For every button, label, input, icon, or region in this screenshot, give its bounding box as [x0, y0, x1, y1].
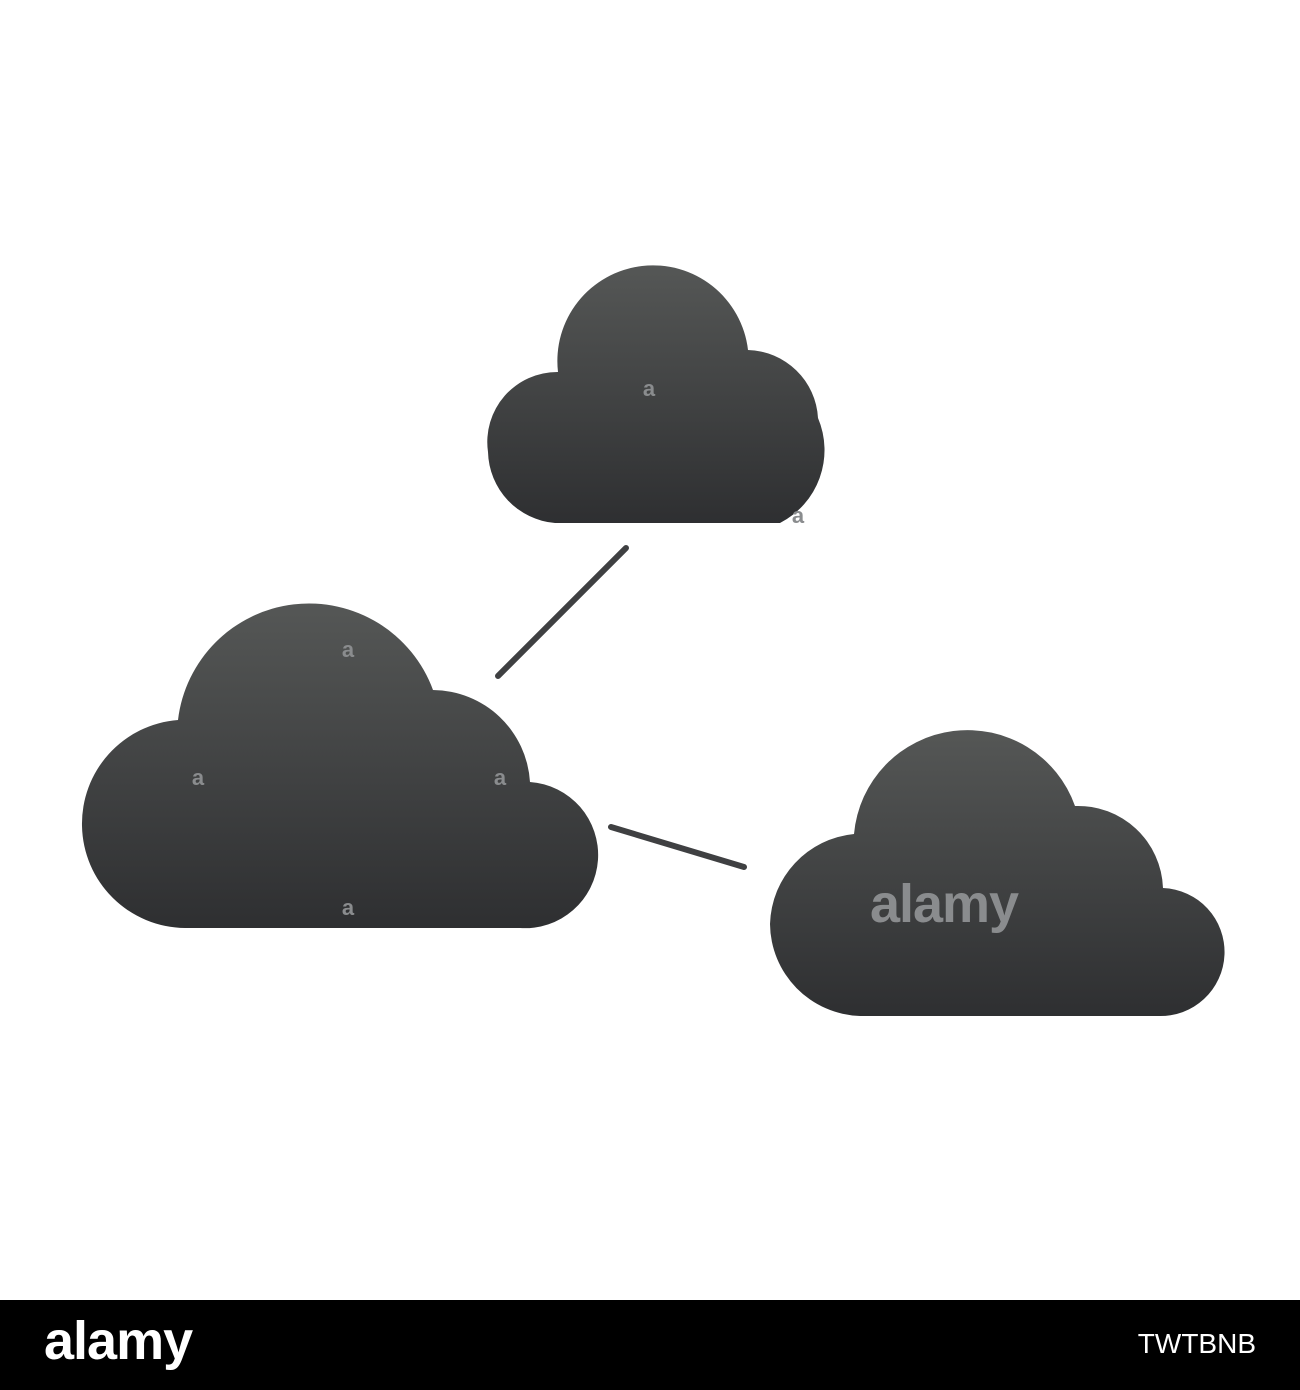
watermark-mark: a — [792, 503, 805, 528]
image-id: TWTBNB — [1137, 1328, 1256, 1359]
watermark-overlay: a a a a a a alamy — [192, 376, 1020, 934]
watermark-mark: a — [192, 765, 205, 790]
brand-logo: alamy — [44, 1311, 193, 1371]
watermark-mark: a — [643, 376, 656, 401]
watermark-mark: a — [342, 895, 355, 920]
connector-line-left-right — [608, 824, 747, 870]
footer-bar: alamy TWTBNB — [0, 1300, 1300, 1390]
watermark-mark: a — [494, 765, 507, 790]
cloud-network-diagram: a a a a a a alamy — [81, 265, 1225, 1017]
cloud-icon — [81, 603, 599, 929]
watermark-text: alamy — [870, 874, 1019, 934]
connector-line-left-top — [495, 545, 629, 679]
cloud-icon — [770, 730, 1225, 1017]
watermark-mark: a — [342, 637, 355, 662]
cloud-icon — [487, 265, 825, 523]
